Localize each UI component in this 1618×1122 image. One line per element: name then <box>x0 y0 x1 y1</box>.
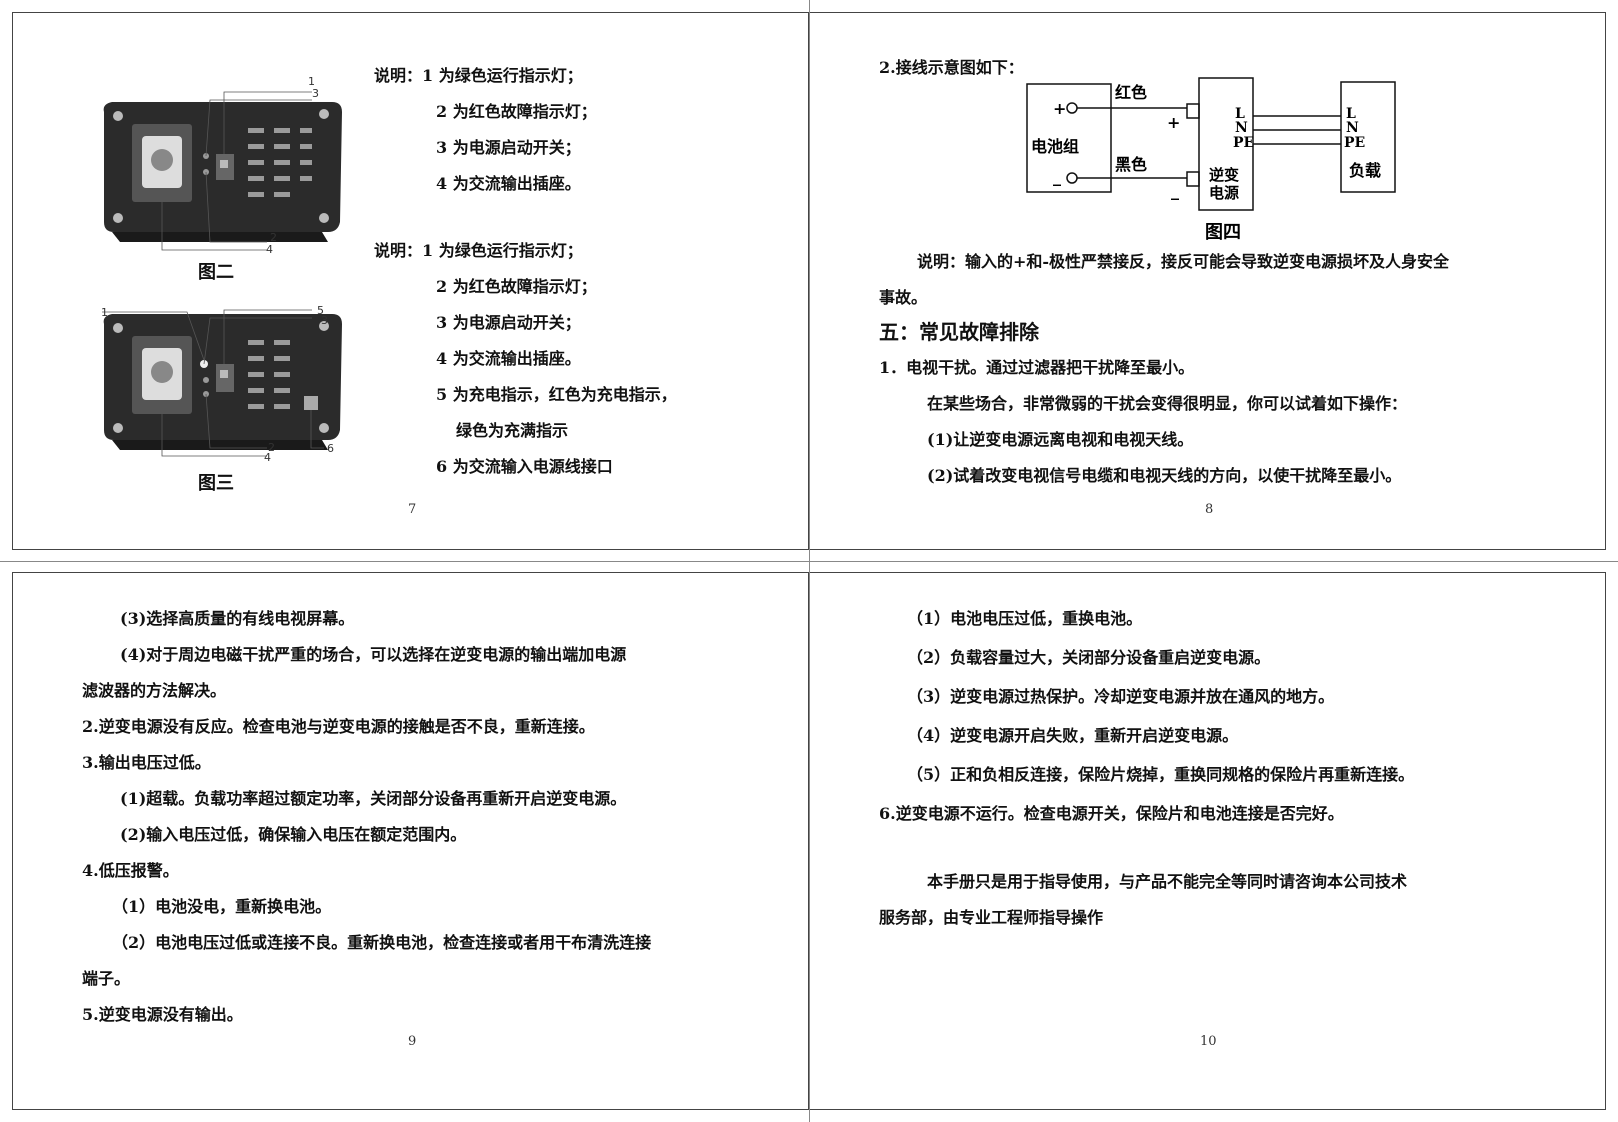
item1-detail: 在某些场合，非常微弱的干扰会变得很明显，你可以试着如下操作： <box>927 394 1408 413</box>
closing-line-2: 服务部，由专业工程师指导操作 <box>879 908 1104 927</box>
wiring-title: 2.接线示意图如下： <box>879 58 1024 77</box>
section-heading: 五：常见故障排除 <box>879 320 1039 344</box>
page-7-frame <box>12 12 809 550</box>
fig3-callout-1: 1 <box>101 306 108 319</box>
note2-line-1: 说明：1 为绿色运行指示灯； <box>374 241 583 260</box>
wiring-diagram: + _ 电池组 红色 黑色 + _ L N PE 逆变 电源 L N PE 负载… <box>1026 77 1396 243</box>
inverter-N-label: N <box>1235 120 1248 136</box>
page-number: 8 <box>1205 502 1214 517</box>
p10-line-3: （3）逆变电源过热保护。冷却逆变电源并放在通风的地方。 <box>907 687 1335 706</box>
battery-label: 电池组 <box>1031 137 1079 156</box>
note2-line-6: 绿色为充满指示 <box>456 421 569 440</box>
fig2-caption: 图二 <box>198 262 234 283</box>
note1-line-1: 说明：1 为绿色运行指示灯； <box>374 66 583 85</box>
warning-line-1: 说明：输入的+和-极性严禁接反，接反可能会导致逆变电源损坏及人身安全 <box>917 252 1450 271</box>
item1-a: (1)让逆变电源远离电视和电视天线。 <box>927 430 1194 449</box>
fig3-callout-3: 3 <box>321 314 328 327</box>
diagram-caption: 图四 <box>1205 222 1241 243</box>
inverter-minus-terminal <box>1186 171 1200 187</box>
p10-line-5: （5）正和负相反连接，保险片烧掉，重换同规格的保险片再重新连接。 <box>907 765 1415 784</box>
inverter-label-1: 逆变 <box>1209 166 1239 184</box>
red-wire-label: 红色 <box>1115 83 1147 102</box>
fig3-callout-6: 6 <box>327 442 334 455</box>
inverter-plus-label: + <box>1167 113 1180 132</box>
note1-line-4: 4 为交流输出插座。 <box>436 174 581 193</box>
inverter-minus-label: _ <box>1171 181 1179 200</box>
load-N-label: N <box>1346 120 1359 136</box>
fig3-caption: 图三 <box>198 473 234 494</box>
p9-line-4: 2.逆变电源没有反应。检查电池与逆变电源的接触是否不良，重新连接。 <box>82 717 595 736</box>
fig2-callout-4: 4 <box>266 243 273 256</box>
p9-line-11: 端子。 <box>82 969 131 988</box>
p9-line-3: 滤波器的方法解决。 <box>82 681 227 700</box>
load-L-label: L <box>1346 106 1356 122</box>
battery-minus-terminal <box>1066 172 1078 184</box>
load-label: 负载 <box>1349 161 1381 180</box>
black-wire-label: 黑色 <box>1115 155 1147 174</box>
fig2-callout-1: 1 <box>308 75 315 88</box>
battery-plus-label: + <box>1053 99 1066 118</box>
page-9-frame <box>12 572 809 1110</box>
p10-line-2: （2）负载容量过大，关闭部分设备重启逆变电源。 <box>907 648 1271 667</box>
p9-line-1: (3)选择高质量的有线电视屏幕。 <box>120 609 355 628</box>
page-10: （1）电池电压过低，重换电池。 （2）负载容量过大，关闭部分设备重启逆变电源。 … <box>809 572 1606 1110</box>
page-7: 1 3 2 4 图二 1 5 3 2 4 6 <box>12 12 809 550</box>
inverter-photo-fig2 <box>103 91 343 251</box>
page-number: 7 <box>408 502 417 517</box>
p9-line-7: (2)输入电压过低，确保输入电压在额定范围内。 <box>120 825 467 844</box>
warning-line-2: 事故。 <box>879 288 928 307</box>
p9-line-5: 3.输出电压过低。 <box>82 753 211 772</box>
p10-line-4: （4）逆变电源开启失败，重新开启逆变电源。 <box>907 726 1239 745</box>
inverter-photo-fig3 <box>102 309 343 457</box>
fig2-callout-3: 3 <box>312 87 319 100</box>
p9-line-10: （2）电池电压过低或连接不良。重新换电池，检查连接或者用干布清洗连接 <box>112 933 652 952</box>
p9-line-8: 4.低压报警。 <box>82 861 179 880</box>
note2-line-4: 4 为交流输出插座。 <box>436 349 581 368</box>
p9-line-2: (4)对于周边电磁干扰严重的场合，可以选择在逆变电源的输出端加电源 <box>120 645 627 664</box>
p10-line-1: （1）电池电压过低，重换电池。 <box>907 609 1143 628</box>
fig3-callout-4: 4 <box>264 451 271 464</box>
p9-line-9: （1）电池没电，重新换电池。 <box>112 897 332 916</box>
battery-minus-label: _ <box>1053 167 1061 186</box>
page-9: (3)选择高质量的有线电视屏幕。 (4)对于周边电磁干扰严重的场合，可以选择在逆… <box>12 572 809 1110</box>
inverter-PE-label: PE <box>1233 135 1254 151</box>
note2-line-5: 5 为充电指示，红色为充电指示， <box>436 385 677 404</box>
inverter-label-2: 电源 <box>1209 184 1239 202</box>
page-number: 9 <box>408 1034 417 1049</box>
page-8: 2.接线示意图如下： + _ 电池组 红色 黑色 + _ L N PE 逆变 电… <box>809 12 1606 550</box>
note1-line-2: 2 为红色故障指示灯； <box>436 102 597 121</box>
item1-b: (2)试着改变电视信号电缆和电视天线的方向，以使干扰降至最小。 <box>927 466 1402 485</box>
battery-plus-terminal <box>1066 102 1078 114</box>
note1-line-3: 3 为电源启动开关； <box>436 138 581 157</box>
note2-line-2: 2 为红色故障指示灯； <box>436 277 597 296</box>
fig2-callout-2: 2 <box>270 231 277 244</box>
fig3-callout-5: 5 <box>317 304 324 317</box>
closing-line-1: 本手册只是用于指导使用，与产品不能完全等同时请咨询本公司技术 <box>927 872 1408 891</box>
page-number: 10 <box>1200 1034 1217 1049</box>
p10-line-6: 6.逆变电源不运行。检查电源开关，保险片和电池连接是否完好。 <box>879 804 1344 823</box>
note2-line-3: 3 为电源启动开关； <box>436 313 581 332</box>
inverter-plus-terminal <box>1186 103 1200 119</box>
inverter-L-label: L <box>1235 106 1245 122</box>
p9-line-12: 5.逆变电源没有输出。 <box>82 1005 243 1024</box>
item1: 1．电视干扰。通过过滤器把干扰降至最小。 <box>879 358 1195 377</box>
note2-line-7: 6 为交流输入电源线接口 <box>436 457 613 476</box>
fig3-callout-2: 2 <box>268 441 275 454</box>
load-PE-label: PE <box>1344 135 1365 151</box>
load-box <box>1340 81 1396 193</box>
battery-box <box>1026 83 1112 193</box>
vertical-divider <box>809 0 810 1122</box>
p9-line-6: (1)超载。负载功率超过额定功率，关闭部分设备再重新开启逆变电源。 <box>120 789 627 808</box>
